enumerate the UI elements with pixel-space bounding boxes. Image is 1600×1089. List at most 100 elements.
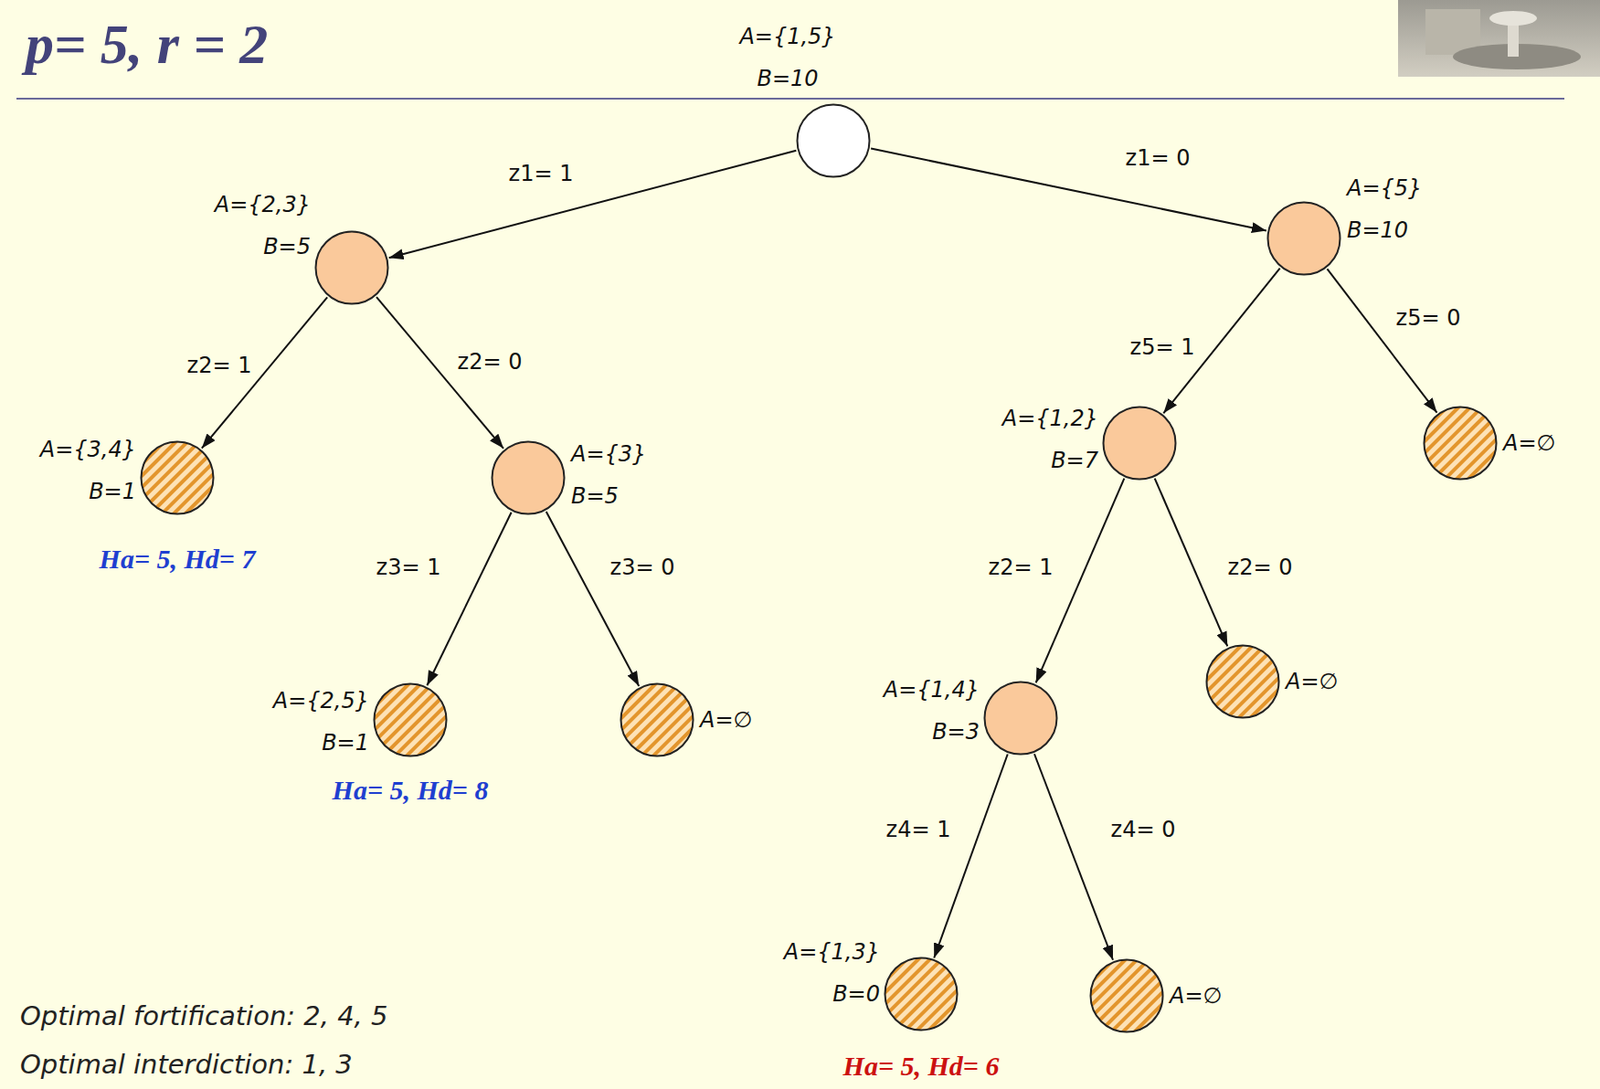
bound-label: Ha= 5, Hd= 7 [99,542,256,576]
node-caption: A={1,2}B=7 [1002,397,1099,482]
leaf-node: A={1,3}B=0Ha= 5, Hd= 6 [883,956,959,1032]
node-circle [490,440,566,516]
node-caption: A={2,3}B=5 [214,183,311,268]
branch-label: z4= 0 [1107,815,1180,844]
title-rule [16,97,1565,100]
node-outline [1424,407,1497,480]
result-note: Optimal fortification: 2, 4, 5 [20,999,388,1033]
leaf-node: A=∅ [1205,644,1281,720]
node-set-label: A={3} [571,433,647,476]
node-caption: A={1,5}B=10 [739,15,836,100]
node-caption: A=∅ [699,699,753,742]
node-caption: A=∅ [1503,422,1556,465]
photo-thumbnail [1398,0,1600,77]
node-set-label: A={3,4} [40,428,137,471]
root-node: A={1,5}B=10 [795,103,871,179]
leaf-node: A={2,5}B=1Ha= 5, Hd= 8 [372,682,448,758]
node-set-label: B=1 [273,721,370,764]
node-set-label: A={1,4} [883,668,980,711]
branch-node: A={1,4}B=3 [983,680,1059,756]
node-outline [1091,960,1164,1033]
branch-arrow [933,754,1007,959]
node-circle [1422,405,1498,481]
node-outline [374,684,447,757]
node-circle [619,682,695,758]
node-circle [1266,201,1342,276]
node-circle [139,440,215,516]
node-outline [1207,646,1280,719]
bound-label: Ha= 5, Hd= 8 [332,773,489,807]
node-outline [885,958,958,1031]
node-set-label: B=5 [571,475,647,518]
branch-arrow [1034,753,1113,961]
node-caption: A={1,4}B=3 [883,668,980,753]
node-caption: A={3,4}B=1 [40,428,137,513]
node-circle [983,680,1059,756]
node-circle [1101,405,1177,481]
node-caption: A={5}B=10 [1346,167,1422,252]
branch-label: z4= 1 [882,815,955,844]
leaf-node: A={3,4}B=1Ha= 5, Hd= 7 [139,440,215,516]
branch-label: z5= 1 [1126,333,1199,361]
node-set-label: A=∅ [1169,974,1222,1018]
slide-title: p= 5, r = 2 [25,12,268,75]
branch-label: z2= 0 [454,348,527,376]
result-note: Optimal interdiction: 1, 3 [20,1048,353,1081]
node-circle [1089,958,1165,1034]
node-set-label: B=10 [1346,209,1422,252]
node-set-label: A={2,3} [214,183,311,226]
branch-label: z1= 0 [1122,144,1195,172]
node-set-label: A={1,5} [739,15,836,58]
node-circle [1205,644,1281,720]
node-caption: A={3}B=5 [571,433,647,518]
branch-label: z2= 1 [985,553,1058,582]
node-set-label: A={1,3} [784,931,880,974]
node-outline [141,442,214,515]
node-set-label: A={5} [1346,167,1422,210]
branch-node: A={3}B=5 [490,440,566,516]
branch-node: A={2,3}B=5 [314,230,390,306]
node-set-label: B=10 [739,57,836,100]
branch-arrow [870,148,1267,232]
node-outline [621,684,694,757]
branch-arrow [426,512,511,686]
node-outline [985,682,1058,755]
node-set-label: B=0 [784,973,880,1016]
branch-node: A={5}B=10 [1266,201,1342,276]
node-outline [316,232,389,305]
node-caption: A={1,3}B=0 [784,931,880,1016]
node-set-label: B=7 [1002,439,1099,482]
leaf-node: A=∅ [619,682,695,758]
node-outline [1103,407,1177,480]
node-set-label: A={1,2} [1002,397,1099,440]
node-set-label: A={2,5} [273,679,370,722]
branch-arrow [1326,268,1437,413]
branch-label: z3= 1 [372,553,446,582]
branch-label: z3= 0 [606,553,679,582]
node-set-label: B=5 [214,225,311,268]
node-set-label: B=1 [40,470,137,513]
node-caption: A=∅ [1169,974,1222,1018]
branch-node: A={1,2}B=7 [1101,405,1177,481]
node-caption: A=∅ [1285,660,1338,703]
branch-label: z5= 0 [1392,304,1465,332]
node-circle [795,103,871,179]
branch-label: z2= 1 [183,351,256,380]
leaf-node: A=∅ [1089,958,1165,1034]
node-circle [372,682,448,758]
branch-label: z1= 1 [505,159,578,188]
node-caption: A={2,5}B=1 [273,679,370,764]
leaf-node: A=∅ [1422,405,1498,481]
node-outline [797,105,870,178]
node-set-label: B=3 [883,710,980,753]
node-circle [883,956,959,1032]
node-outline [492,442,565,515]
branch-arrow [1154,478,1229,647]
bound-label: Ha= 5, Hd= 6 [843,1049,1000,1083]
node-set-label: A=∅ [1503,422,1556,465]
node-circle [314,230,390,306]
node-set-label: A=∅ [699,699,753,742]
node-outline [1268,202,1341,276]
